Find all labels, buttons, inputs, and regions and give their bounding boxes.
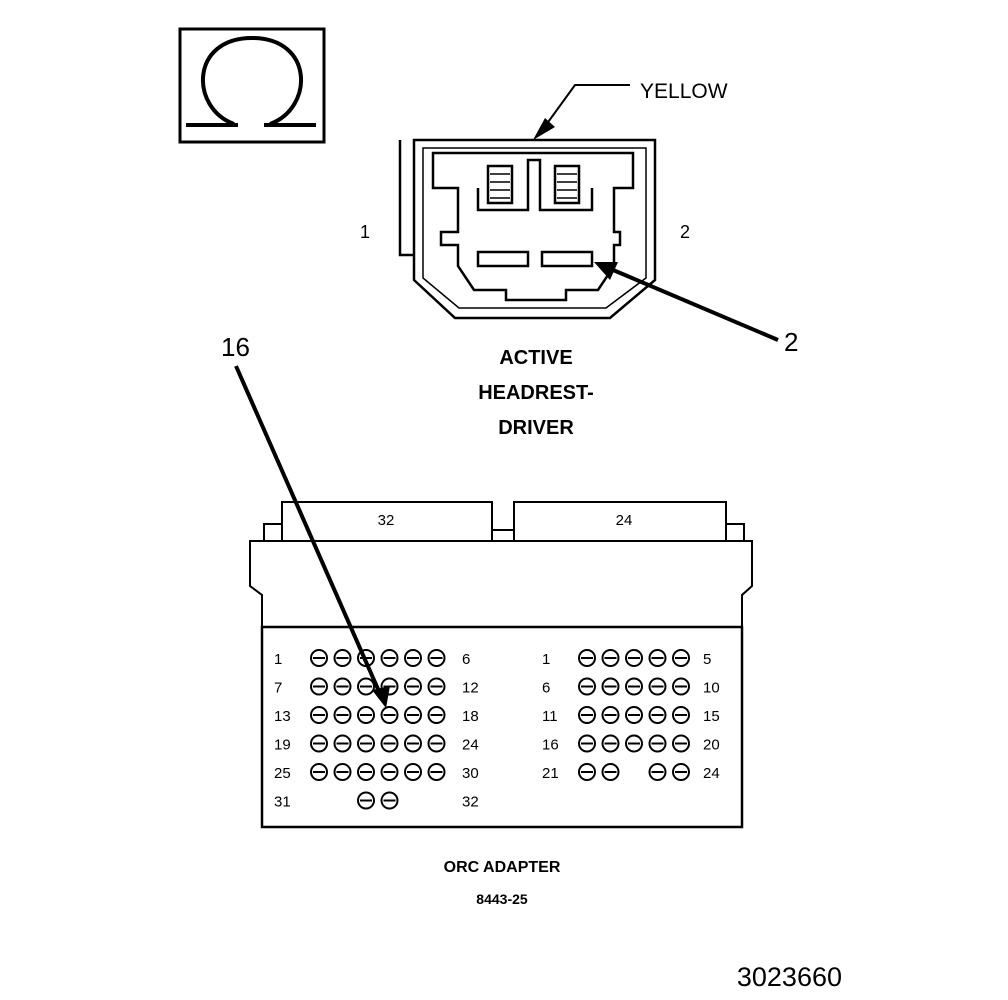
callout-16-label: 16 [221,332,250,362]
left-row-start-label: 1 [274,651,282,668]
right-pin-socket [672,734,690,753]
right-pin-socket [672,763,690,781]
right-pin-socket [601,677,620,696]
left-pin-socket [357,791,375,810]
left-row-end-label: 30 [462,765,479,782]
connector-title-line1: ACTIVE [499,347,572,369]
left-pin-socket [404,677,422,696]
right-row-start-label: 11 [542,708,558,725]
right-pin-socket [601,649,620,667]
right-pin-socket [648,649,667,667]
left-row-end-label: 32 [462,794,479,811]
callout-2-label: 2 [784,327,798,357]
wire-color-label: YELLOW [640,80,728,103]
left-pin-socket [357,763,375,781]
pin-2-label: 2 [680,222,690,242]
callout-16-arrow [234,365,390,708]
left-pin-socket [357,734,375,753]
right-row-start-label: 1 [542,651,550,668]
left-pin-socket [427,706,446,724]
left-row-end-label: 24 [462,737,479,754]
right-pin-socket [578,677,596,696]
left-pin-socket [427,649,446,667]
right-pin-socket [578,734,596,753]
left-pin-socket [333,706,352,724]
left-row-start-label: 19 [274,737,291,754]
left-pin-socket [357,706,375,724]
left-pin-socket [404,706,422,724]
left-row-start-label: 31 [274,794,291,811]
ohm-symbol-icon [178,27,326,144]
right-row-end-label: 20 [703,737,720,754]
right-row-end-label: 24 [703,765,720,782]
yellow-leader [533,84,630,140]
left-row-end-label: 18 [462,708,479,725]
left-pin-socket [427,734,446,753]
pin-1-label: 1 [360,222,370,242]
left-row-start-label: 25 [274,765,291,782]
headrest-connector [398,138,657,320]
right-row-start-label: 16 [542,737,559,754]
right-pin-socket [578,763,596,781]
callout-2-arrow [594,262,779,342]
right-pin-socket [672,649,690,667]
right-row-end-label: 10 [703,680,720,697]
right-pin-socket [648,734,667,753]
left-pin-socket [333,677,352,696]
right-pin-socket [648,677,667,696]
right-pin-socket [601,763,620,781]
left-pin-socket [310,677,328,696]
left-pin-socket [404,763,422,781]
right-pin-socket [578,706,596,724]
left-row-end-label: 12 [462,680,479,697]
left-pin-socket [427,763,446,781]
right-pin-socket [672,706,690,724]
adapter-tab-right-label: 24 [616,512,633,529]
right-row-end-label: 15 [703,708,720,725]
left-pin-socket [333,649,352,667]
adapter-tab-left-label: 32 [378,512,395,529]
right-pin-socket [648,763,667,781]
right-row-end-label: 5 [703,651,711,668]
right-pin-socket [625,677,643,696]
right-pin-socket [625,649,643,667]
left-pin-socket [380,706,399,724]
left-pin-socket [310,649,328,667]
left-pin-socket [310,763,328,781]
right-row-start-label: 21 [542,765,559,782]
left-pin-socket [380,734,399,753]
left-pin-socket [333,734,352,753]
left-pin-socket [404,649,422,667]
left-pin-socket [333,763,352,781]
right-pin-socket [601,734,620,753]
left-pin-socket [380,649,399,667]
connector-title-line2: HEADREST- [478,382,594,404]
left-pin-socket [427,677,446,696]
left-pin-socket [310,734,328,753]
left-pin-socket [380,763,399,781]
left-row-start-label: 7 [274,680,282,697]
adapter-part-number: 8443-25 [476,891,528,907]
orc-adapter [249,501,753,829]
right-pin-socket [648,706,667,724]
right-pin-socket [625,734,643,753]
left-row-end-label: 6 [462,651,470,668]
right-row-start-label: 6 [542,680,550,697]
left-row-start-label: 13 [274,708,291,725]
left-pin-socket [404,734,422,753]
left-pin-socket [310,706,328,724]
right-pin-socket [601,706,620,724]
adapter-name: ORC ADAPTER [444,859,561,876]
left-pin-socket [357,677,375,696]
connector-title-line3: DRIVER [498,417,574,439]
right-pin-socket [625,706,643,724]
right-pin-socket [672,677,690,696]
right-pin-socket [578,649,596,667]
figure-number: 3023660 [737,962,842,992]
left-pin-socket [380,791,399,810]
